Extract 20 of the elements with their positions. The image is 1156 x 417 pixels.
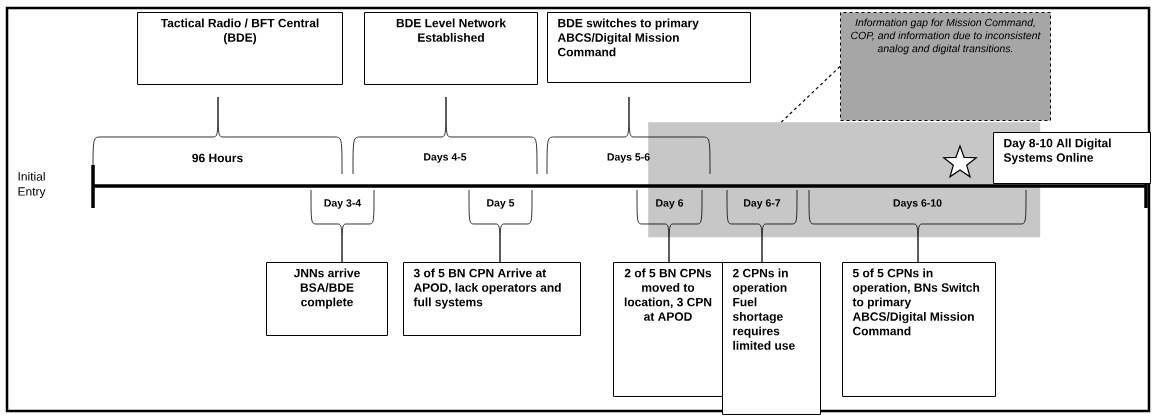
event-box: 2 CPNs in operation Fuel shortage requires limited use: [722, 262, 821, 415]
event-box: JNNs arrive BSA/BDE complete: [266, 262, 388, 336]
brace-label: Days 4-5: [424, 153, 467, 163]
event-box: 3 of 5 BN CPN Arrive at APOD, lack operators and full systems: [403, 262, 581, 336]
event-box: 2 of 5 BN CPNs moved to location, 3 CPN at APOD: [613, 262, 723, 397]
callout-box: Information gap for Mission Command, COP, and information due to inconsistent analog and digital transitions.: [840, 12, 1051, 121]
event-box: BDE switches to primary ABCS/Digital Mission Command: [547, 12, 751, 83]
brace-label: Day 6: [656, 199, 684, 209]
brace-label: Days 6-10: [893, 199, 942, 209]
brace-label: Day 5: [487, 199, 515, 209]
leader-line: [780, 65, 841, 123]
axis-label: Initial Entry: [18, 171, 46, 199]
brace-label: Day 3-4: [324, 199, 362, 209]
brace-label: 96 Hours: [192, 153, 243, 163]
event-box: 5 of 5 CPNs in operation, BNs Switch to primary ABCS/Digital Mission Command: [842, 262, 996, 397]
event-box: Tactical Radio / BFT Central (BDE): [137, 12, 343, 85]
event-box: BDE Level Network Established: [364, 12, 538, 85]
event-box: Day 8-10 All Digital Systems Online: [993, 132, 1151, 184]
brace-label: Day 6-7: [744, 199, 781, 209]
brace-label: Days 5-6: [607, 153, 650, 163]
